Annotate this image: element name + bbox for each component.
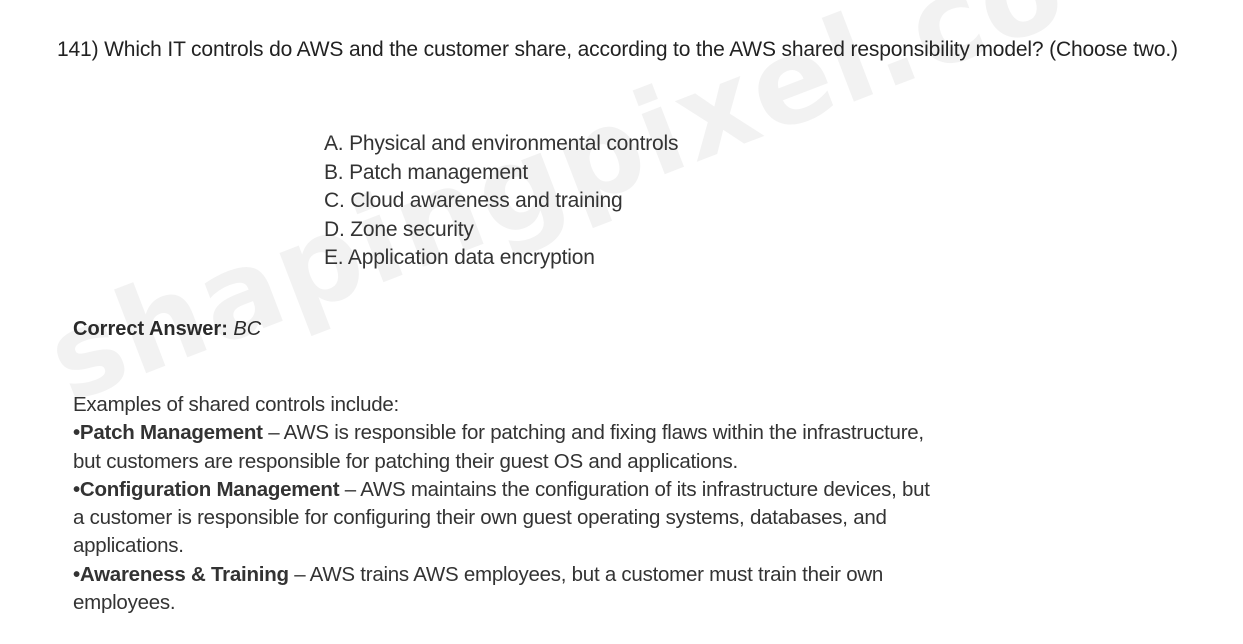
explanation-text: – AWS trains AWS employees, but a custom…: [288, 562, 884, 586]
explanation-item-awareness-training: •Awareness & Training – AWS trains AWS e…: [73, 561, 983, 618]
explanation-item-patch-management: •Patch Management – AWS is responsible f…: [73, 419, 983, 476]
explanation-text: employees.: [73, 591, 176, 615]
correct-answer: Correct Answer: BC: [73, 318, 261, 341]
question-text: 141) Which IT controls do AWS and the cu…: [57, 38, 1178, 61]
correct-answer-value: BC: [233, 318, 262, 340]
explanation-text: a customer is responsible for configurin…: [73, 506, 887, 530]
explanation-term: •Awareness & Training: [73, 562, 289, 586]
explanation-text: but customers are responsible for patchi…: [73, 449, 738, 473]
explanation-term: •Patch Management: [73, 421, 263, 445]
explanation-term: •Configuration Management: [73, 477, 340, 501]
explanation-text: – AWS maintains the configuration of its…: [339, 477, 930, 501]
explanation-intro: Examples of shared controls include:: [73, 393, 400, 416]
explanation-text: – AWS is responsible for patching and fi…: [262, 421, 924, 445]
answer-options: A. Physical and environmental controls B…: [324, 130, 678, 273]
option-a: A. Physical and environmental controls: [324, 132, 679, 155]
explanation-item-configuration-management: •Configuration Management – AWS maintain…: [73, 476, 983, 561]
option-b: B. Patch management: [324, 160, 528, 184]
option-e: E. Application data encryption: [324, 246, 595, 269]
explanation-text: applications.: [73, 534, 184, 558]
explanation: Examples of shared controls include: •Pa…: [73, 391, 983, 617]
correct-answer-label: Correct Answer:: [73, 318, 228, 340]
option-d: D. Zone security: [324, 217, 474, 241]
option-c: C. Cloud awareness and training: [324, 189, 623, 212]
